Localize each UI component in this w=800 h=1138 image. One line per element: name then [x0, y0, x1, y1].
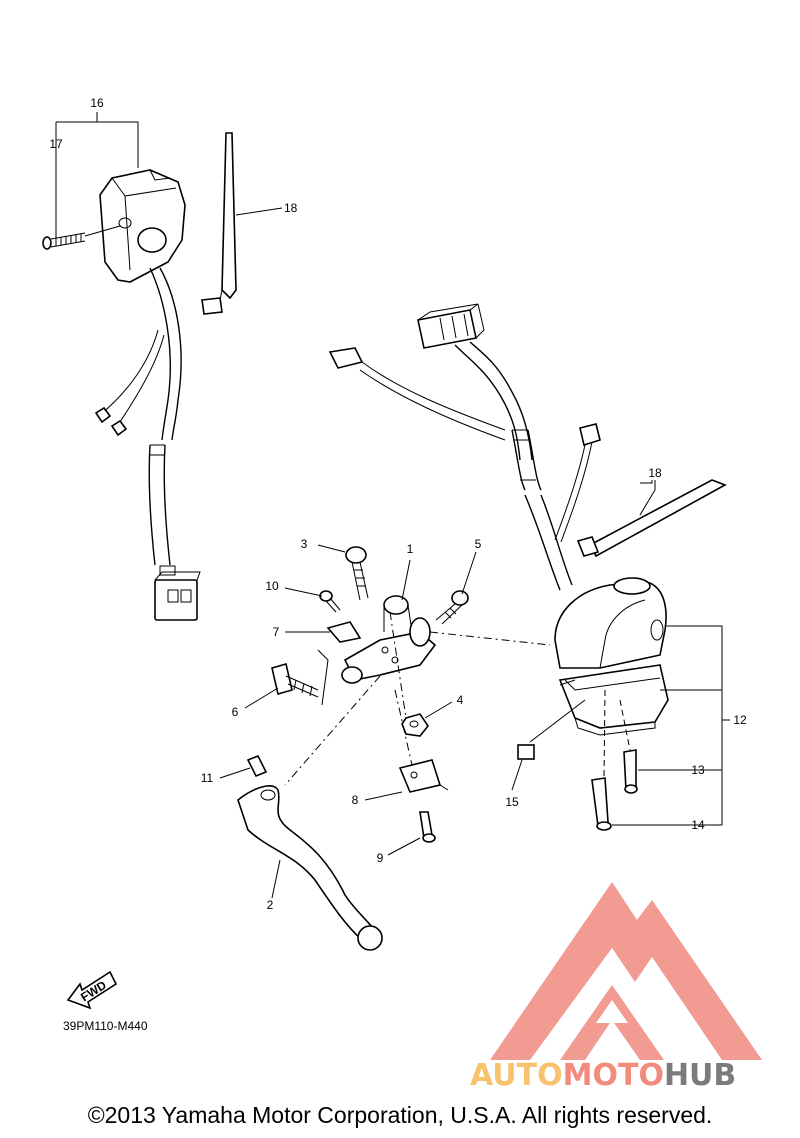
- label-17: 17: [49, 137, 63, 151]
- leader-lines: [55, 112, 730, 899]
- label-10: 10: [265, 579, 279, 593]
- left-handlebar-switch: [99, 169, 186, 283]
- bracket-bolt: [435, 590, 469, 625]
- brake-lever: [237, 785, 383, 951]
- automotohub-logo: [490, 882, 762, 1060]
- switch-8: [398, 759, 449, 793]
- brand-moto: MOTO: [563, 1058, 664, 1093]
- left-switch-harness: [94, 267, 201, 621]
- brand-auto: AUTO: [470, 1058, 563, 1093]
- label-13: 13: [691, 763, 705, 777]
- label-1: 1: [407, 542, 414, 556]
- fwd-arrow: FWD: [66, 970, 118, 1010]
- label-18-right: 18: [648, 466, 662, 480]
- label-11: 11: [201, 771, 214, 785]
- nut-4: [401, 713, 429, 737]
- holder-bolt-6: [271, 662, 319, 698]
- part-labels: 16 17 18 18 1 3 5 10 7 6 4 11 8 9 2 15 1…: [49, 96, 747, 912]
- brand-hub: HUB: [664, 1058, 736, 1093]
- left-switch-screw: [42, 225, 121, 250]
- screw-9: [419, 811, 436, 843]
- svg-text:AUTOMOTOHUB: AUTOMOTOHUB: [470, 1058, 736, 1093]
- label-14: 14: [691, 818, 705, 832]
- assembly-reference-lines: [284, 611, 631, 786]
- label-18-left: 18: [284, 201, 298, 215]
- label-7: 7: [273, 625, 280, 639]
- automotohub-wordmark: AUTOMOTOHUB: [470, 1058, 736, 1093]
- copyright-notice: ©2013 Yamaha Motor Corporation, U.S.A. A…: [87, 1102, 713, 1128]
- lever-pivot-bolt: [345, 546, 369, 601]
- label-4: 4: [457, 693, 464, 707]
- cable-tie-right: [576, 479, 727, 558]
- label-16: 16: [90, 96, 104, 110]
- label-6: 6: [232, 705, 239, 719]
- clamp-7: [326, 621, 362, 643]
- right-handlebar-switch: [517, 577, 669, 831]
- collar-11: [246, 754, 268, 778]
- label-12: 12: [733, 713, 747, 727]
- label-15: 15: [505, 795, 519, 809]
- right-switch-harness: [328, 303, 601, 591]
- label-9: 9: [377, 851, 384, 865]
- diagram-code: 39PM110-M440: [63, 1019, 148, 1033]
- label-2: 2: [267, 898, 274, 912]
- label-8: 8: [352, 793, 359, 807]
- label-5: 5: [475, 537, 482, 551]
- lever-bracket: [341, 595, 437, 684]
- label-3: 3: [301, 537, 308, 551]
- cable-tie-left: [201, 132, 237, 315]
- small-screw-10: [319, 590, 341, 613]
